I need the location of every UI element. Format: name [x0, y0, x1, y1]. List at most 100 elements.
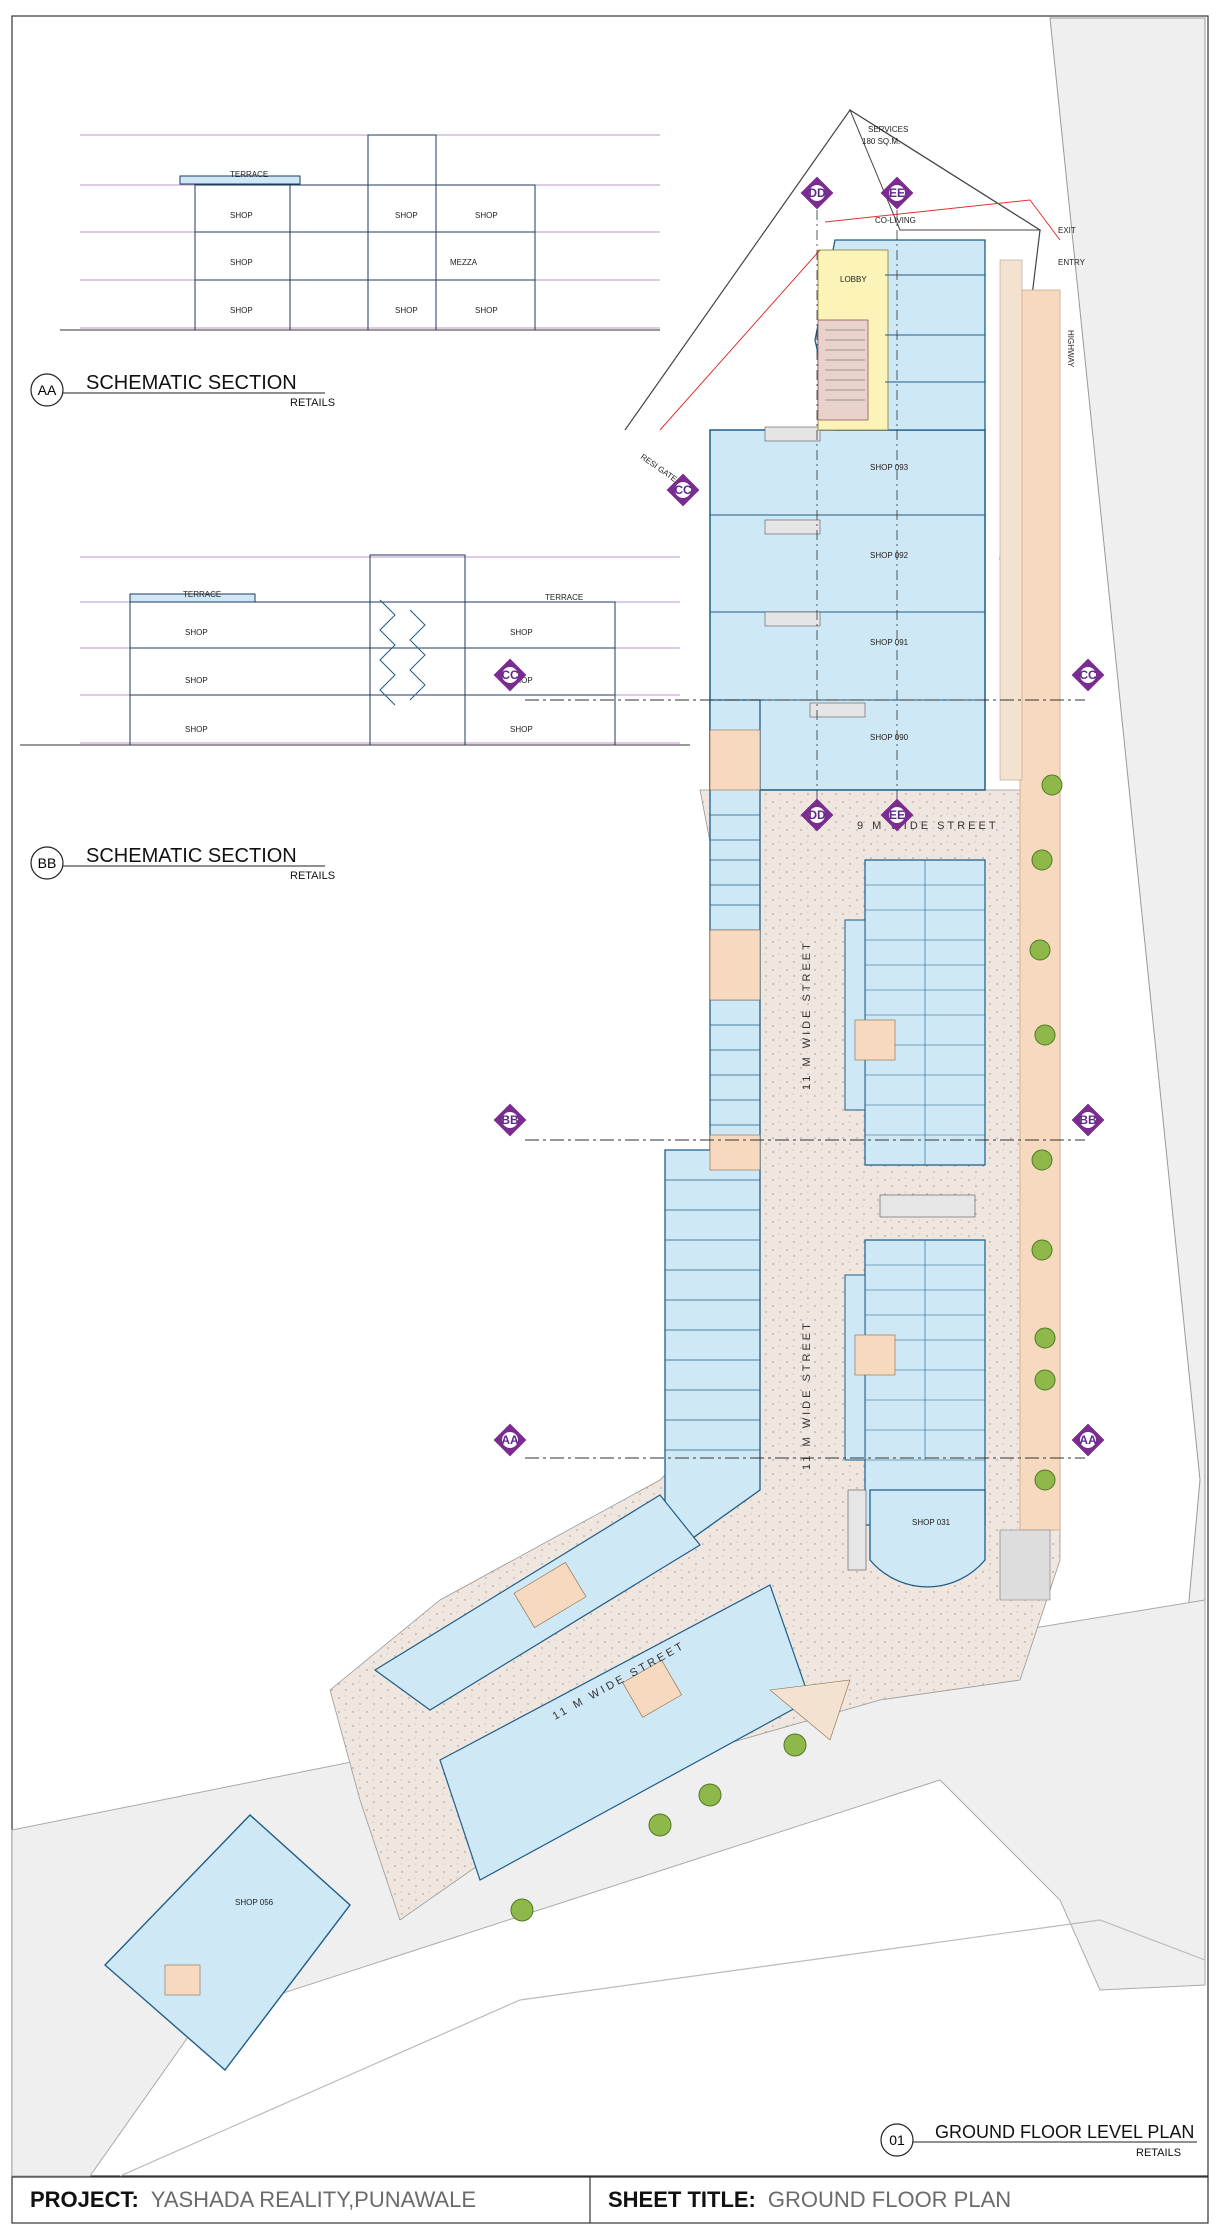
section-aa-subtitle: RETAILS — [290, 397, 335, 409]
marker-cc-2: CC — [493, 658, 527, 692]
section-bb-title: BB SCHEMATIC SECTION RETAILS — [30, 845, 335, 882]
lower-road — [11, 1599, 1206, 2177]
title-block — [11, 2176, 1209, 2224]
setback-line — [659, 199, 1061, 431]
plan-title: 01 GROUND FLOOR LEVEL PLAN RETAILS — [880, 2122, 1197, 2159]
plan-number-bubble — [880, 2123, 914, 2157]
section-bb-marker: BB — [38, 855, 57, 871]
aa-shop-label-1: SHOP — [230, 306, 253, 315]
plan-markers: CC CC CC DD EE DD EE BB BB AA AA — [493, 176, 1105, 1457]
services-area: 180 SQ.M. — [862, 137, 900, 146]
shop-031-label: SHOP 031 — [912, 1518, 951, 1527]
aa-shop-label-2: SHOP — [230, 258, 253, 267]
section-aa-drawing — [60, 134, 660, 331]
coworking-label: CO-LIVING — [875, 216, 916, 225]
aa-shop-label-6: SHOP — [395, 306, 418, 315]
marker-cc-text-1: CC — [674, 483, 692, 497]
shop-031-block — [869, 1489, 986, 1588]
marker-dd-1: DD — [800, 176, 834, 210]
bb-shop-label-1: SHOP — [185, 725, 208, 734]
walkway-strip — [1019, 289, 1061, 1531]
marker-ee-1: EE — [880, 176, 914, 210]
aa-shop-label-4: SHOP — [395, 211, 418, 220]
plan-heading: GROUND FLOOR LEVEL PLAN — [935, 2122, 1194, 2142]
street-9m-label: 9 M WIDE STREET — [857, 820, 999, 832]
vertical-section-lines — [816, 190, 898, 810]
sheet-title-label: SHEET TITLE: — [608, 2186, 756, 2212]
strip-dividers — [665, 814, 760, 1451]
marker-bb-1: BB — [493, 1103, 527, 1137]
bb-shop-label-4: SHOP — [510, 628, 533, 637]
aa-mezza-label: MEZZA — [450, 258, 478, 267]
shop-090-label: SHOP 090 — [870, 733, 909, 742]
escalator-mid — [879, 1194, 976, 1218]
road-edge — [119, 1919, 1206, 2177]
plan-subtitle: RETAILS — [1136, 2147, 1181, 2159]
section-lines — [525, 699, 1085, 1459]
marker-ee-text-1: EE — [889, 186, 905, 200]
diagonal-wing-upper — [373, 1494, 701, 1711]
aa-terrace-label: TERRACE — [230, 170, 268, 179]
section-aa-bubble — [30, 373, 64, 407]
marker-aa-text-2: AA — [1079, 1433, 1097, 1447]
marker-bb-text-1: BB — [501, 1113, 519, 1127]
aa-shop-label-3: SHOP — [230, 211, 253, 220]
shop-cluster-upper — [844, 859, 986, 1166]
marker-ee-text-2: EE — [889, 808, 905, 822]
sheet-title-value: GROUND FLOOR PLAN — [767, 2186, 1012, 2212]
project-value: YASHADA REALITY,PUNAWALE — [150, 2186, 477, 2212]
aa-shop-label-5: SHOP — [475, 211, 498, 220]
bb-terrace-label: TERRACE — [183, 590, 221, 599]
entry-label: ENTRY — [1058, 258, 1086, 267]
trees — [510, 774, 1063, 1922]
escalators — [764, 426, 866, 718]
shop-091-label: SHOP 091 — [870, 638, 909, 647]
marker-dd-text-2: DD — [808, 808, 826, 822]
sheet-border — [11, 15, 1209, 2177]
services-label: SERVICES — [868, 125, 908, 134]
section-bb-bubble — [30, 846, 64, 880]
bb-shop-label-6: SHOP — [510, 725, 533, 734]
section-bb-heading: SCHEMATIC SECTION — [86, 845, 297, 867]
bb-shop-label-5: SHOP — [510, 676, 533, 685]
marker-bb-text-2: BB — [1079, 1113, 1097, 1127]
section-bb-drawing — [20, 554, 690, 746]
bb-shop-label-2: SHOP — [185, 676, 208, 685]
shop-093-label: SHOP 093 — [870, 463, 909, 472]
shop-056-block — [103, 1814, 351, 2072]
marker-aa-2: AA — [1071, 1423, 1105, 1457]
street-11m-label-2: 11 M WIDE STREET — [801, 1320, 813, 1470]
marker-ee-2: EE — [880, 798, 914, 832]
shop-strip-left — [664, 699, 761, 1541]
shop-092-label: SHOP 092 — [870, 551, 909, 560]
marker-aa-text-1: AA — [501, 1433, 519, 1447]
section-aa-marker: AA — [38, 382, 57, 398]
marker-dd-2: DD — [800, 798, 834, 832]
sheet-title-cell: SHEET TITLE: GROUND FLOOR PLAN — [608, 2177, 1011, 2222]
marker-cc-text-3: CC — [1079, 668, 1097, 682]
marker-dd-text-1: DD — [808, 186, 826, 200]
bb-shop-label-3: SHOP — [185, 628, 208, 637]
plan-number: 01 — [889, 2132, 905, 2148]
marker-cc-3: CC — [1071, 658, 1105, 692]
bb-terrace-label-2: TERRACE — [545, 593, 583, 602]
section-bb-subtitle: RETAILS — [290, 870, 335, 882]
marker-bb-2: BB — [1071, 1103, 1105, 1137]
aa-shop-label-7: SHOP — [475, 306, 498, 315]
project-cell: PROJECT: YASHADA REALITY,PUNAWALE — [30, 2177, 476, 2222]
section-aa-labels: TERRACE SHOP SHOP SHOP SHOP SHOP MEZZA S… — [230, 170, 498, 315]
highway-label: HIGHWAY — [1066, 330, 1075, 368]
marker-aa-1: AA — [493, 1423, 527, 1457]
street-11m-label-1: 11 M WIDE STREET — [801, 940, 813, 1090]
resi-gate-label: RESI GATE — [639, 452, 679, 484]
shop-cluster-lower — [844, 1239, 986, 1526]
diagonal-wing-lower — [439, 1584, 851, 1881]
marker-cc-text-2: CC — [501, 668, 519, 682]
section-aa-heading: SCHEMATIC SECTION — [86, 372, 297, 394]
exit-label: EXIT — [1058, 226, 1076, 235]
section-aa-title: AA SCHEMATIC SECTION RETAILS — [30, 372, 335, 409]
marker-cc-1: CC — [666, 473, 700, 507]
section-bb-labels: TERRACE SHOP SHOP SHOP SHOP SHOP SHOP TE… — [183, 590, 583, 734]
